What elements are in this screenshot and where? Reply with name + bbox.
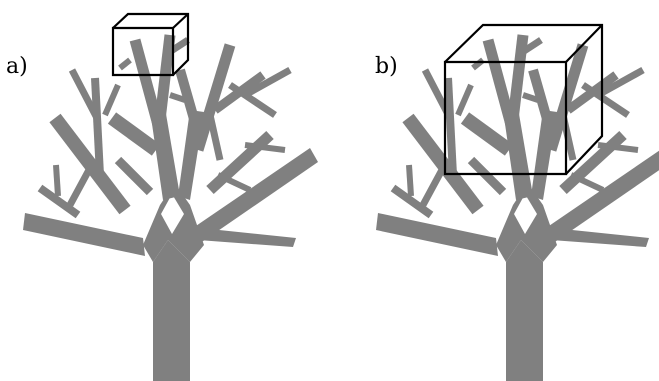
panel-label-b: b)	[375, 54, 398, 79]
panel-label-a: a)	[6, 54, 28, 79]
small-cube-box	[111, 12, 190, 77]
panel-b: b)	[375, 23, 659, 381]
tree-a	[23, 35, 318, 381]
panel-a: a)	[6, 12, 318, 381]
large-cube-box	[443, 23, 604, 176]
tree-b	[376, 35, 659, 381]
